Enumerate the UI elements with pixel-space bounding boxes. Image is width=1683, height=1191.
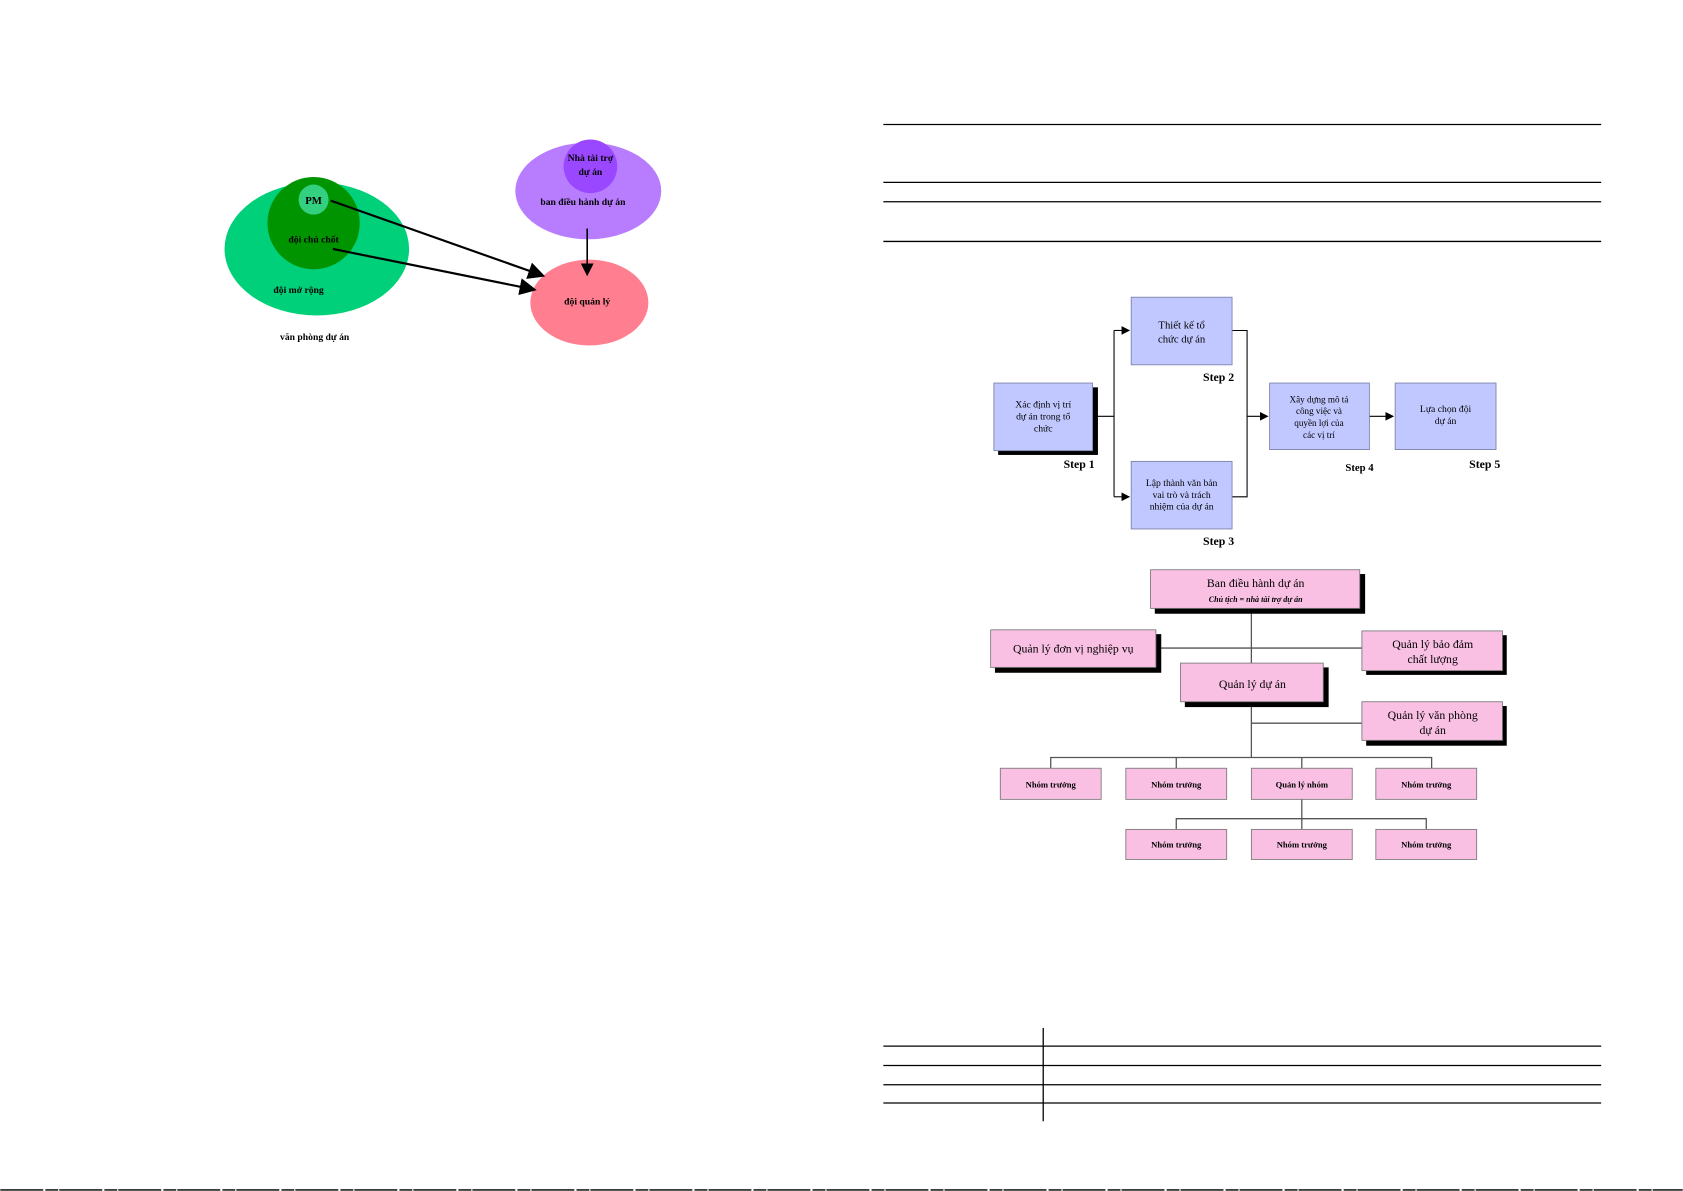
project-team-venn-diagram: PM đội chủ chốt đội mở rộng văn phòng dự… <box>224 139 662 346</box>
org-box-team-lead <box>1375 828 1478 860</box>
pm-circle <box>298 184 329 215</box>
step-text: nhiệm của dự án <box>1150 502 1214 513</box>
sponsor-label-1: Nhà tài trợ <box>568 153 614 164</box>
org-row-1: Nhóm trưởng Nhóm trưởng Quản lý nhóm Nhó… <box>999 767 1478 800</box>
org-box-pmo-manager: Quản lý văn phòng dự án <box>1361 701 1507 746</box>
org-box-title: Nhóm trưởng <box>1151 840 1202 850</box>
org-box-team-lead <box>1125 828 1228 860</box>
flow-step-3: Lập thành văn bản vai trò và trách nhiệm… <box>1130 460 1234 548</box>
core-team-label: đội chủ chốt <box>288 234 339 245</box>
flow-step-4: Xây dựng mô tả công việc và quyền lợi củ… <box>1269 382 1374 474</box>
org-box-team-lead <box>999 767 1102 800</box>
management-team-ellipse <box>530 259 649 346</box>
org-box-team-manager <box>1250 767 1353 800</box>
org-box-title: chất lượng <box>1408 652 1458 666</box>
org-box-title: dự án <box>1420 723 1446 737</box>
org-box-title: Ban điều hành dự án <box>1207 576 1305 590</box>
steering-label: ban điều hành dự án <box>540 197 626 208</box>
step-text: các vị trí <box>1303 430 1335 440</box>
sponsor-circle <box>563 139 618 194</box>
connector <box>1232 329 1248 498</box>
step-label: Step 2 <box>1203 370 1234 384</box>
arrow-core-to-management <box>332 247 537 296</box>
org-box-title: Nhóm trưởng <box>1277 840 1328 850</box>
step-text: Lập thành văn bản <box>1146 478 1218 489</box>
step-text: chức dự án <box>1158 333 1206 345</box>
flow-step-1: Xác định vị trí dự án trong tổ chức Step… <box>993 382 1098 471</box>
step-label: Step 5 <box>1469 457 1500 471</box>
org-connector <box>1050 756 1433 769</box>
step-label: Step 1 <box>1064 457 1095 471</box>
org-box-title: Quản lý dự án <box>1219 677 1286 691</box>
org-row-2: Nhóm trưởng Nhóm trưởng Nhóm trưởng <box>1125 828 1478 860</box>
team-setup-flowchart: Xác định vị trí dự án trong tổ chức Step… <box>993 296 1500 548</box>
org-box-title: Quản lý văn phòng <box>1388 708 1478 722</box>
org-box-title: Nhóm trưởng <box>1401 780 1452 790</box>
step-text: quyền lợi của <box>1294 418 1343 428</box>
org-box-team-lead <box>1250 828 1353 860</box>
org-box-title: Quản lý đơn vị nghiệp vụ <box>1013 641 1134 655</box>
step-text: Thiết kế tổ <box>1158 319 1204 331</box>
step-text: chức <box>1034 423 1053 434</box>
step-label: Step 3 <box>1203 534 1234 548</box>
step-text: công việc và <box>1296 406 1342 416</box>
core-team-circle <box>267 177 360 270</box>
step-text: dự án trong tổ <box>1016 412 1070 423</box>
step-label: Step 4 <box>1345 462 1374 474</box>
org-box-title: Nhóm trưởng <box>1401 840 1452 850</box>
management-team-label: đội quản lý <box>564 297 610 308</box>
header-rules <box>883 123 1602 243</box>
step-text: Xây dựng mô tả <box>1290 394 1349 404</box>
org-box-business-unit-manager: Quản lý đơn vị nghiệp vụ <box>990 629 1162 673</box>
org-box-title: Nhóm trưởng <box>1026 780 1077 790</box>
flow-step-5: Lựa chọn đội dự án Step 5 <box>1394 382 1500 471</box>
empty-table <box>883 1027 1602 1122</box>
step-text: dự án <box>1435 416 1457 427</box>
org-box-team-lead <box>1375 767 1478 800</box>
extended-team-label: đội mở rộng <box>273 285 324 296</box>
sponsor-label-2: dự án <box>579 167 603 178</box>
org-box-title: Nhóm trưởng <box>1151 780 1202 790</box>
org-box-project-manager: Quản lý dự án <box>1180 662 1329 708</box>
project-office-label: văn phòng dự án <box>280 332 350 343</box>
org-box-team-lead <box>1125 767 1228 800</box>
pm-label: PM <box>305 195 322 207</box>
org-box-subtitle: Chủ tịch = nhà tài trợ dự án <box>1209 595 1303 604</box>
org-box-quality-assurance-manager: Quản lý bảo đảm chất lượng <box>1361 630 1507 675</box>
step-text: Xác định vị trí <box>1015 400 1071 411</box>
step-text: Lựa chọn đội <box>1420 404 1472 415</box>
project-org-chart: Ban điều hành dự án Chủ tịch = nhà tài t… <box>990 569 1507 860</box>
arrow-pm-to-management <box>330 199 546 279</box>
org-box-title: Quản lý nhóm <box>1276 780 1328 790</box>
flow-step-2: Thiết kế tổ chức dự án Step 2 <box>1130 296 1234 384</box>
step-text: vai trò và trách <box>1153 490 1211 501</box>
org-box-title: Quản lý bảo đảm <box>1392 637 1473 651</box>
org-box-steering-board: Ban điều hành dự án Chủ tịch = nhà tài t… <box>1150 569 1366 614</box>
